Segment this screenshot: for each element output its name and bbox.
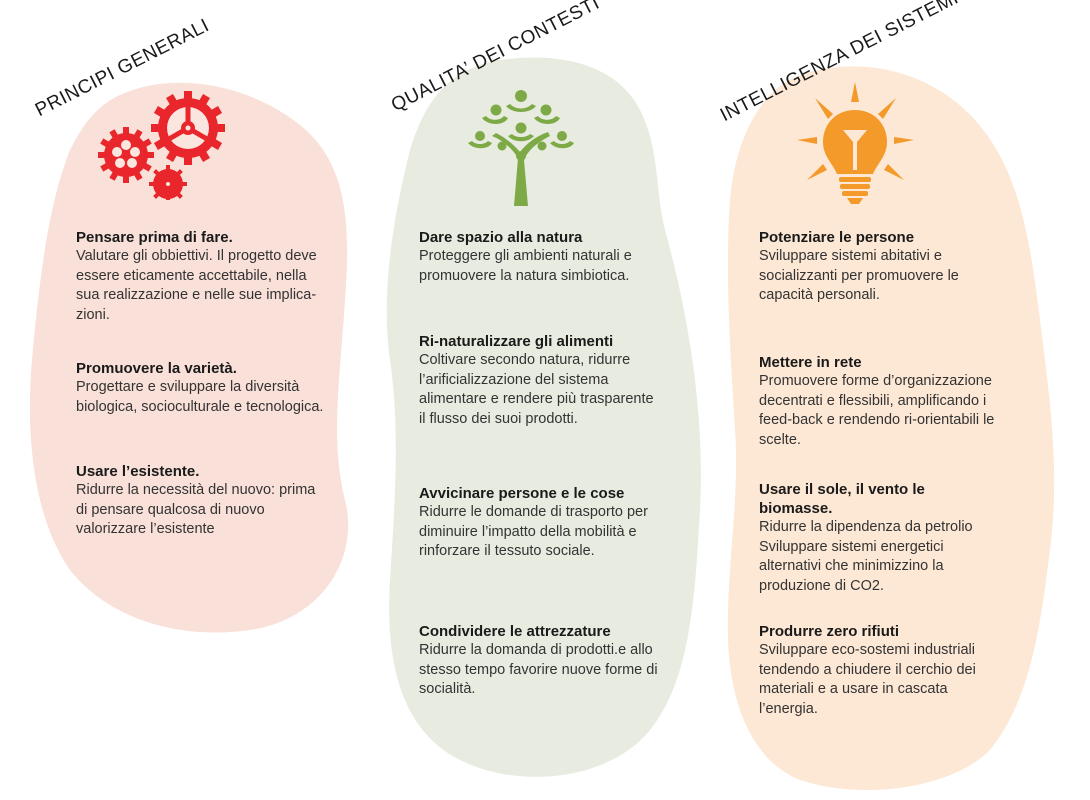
gears-icon: [98, 91, 225, 200]
item-text: Promuovere forme d’organizzazione decent…: [759, 373, 995, 448]
principle-item: Usare l’esistente. Ridurre la necessità …: [76, 462, 361, 540]
principle-item: Mettere in rete Promuovere forme d’organ…: [759, 353, 1029, 450]
principle-item: Produrre zero rifiuti Sviluppare eco-sos…: [759, 622, 1029, 719]
item-heading: Usare l’esistente.: [76, 463, 200, 480]
item-text: Coltivare secondo natura, ridurre l’arif…: [419, 352, 654, 427]
item-heading: Ri-naturalizzare gli alimenti: [419, 333, 614, 350]
item-text: Ridurre la necessità del nuovo: prima di…: [76, 482, 316, 537]
item-text: Progettare e sviluppare la diversità bio…: [76, 379, 324, 415]
principle-item: Potenziare le persone Sviluppare sistemi…: [759, 228, 1029, 306]
item-text: Ridurre la dipendenza da petrolio Svilup…: [759, 519, 973, 594]
item-heading: Potenziare le persone: [759, 229, 915, 246]
item-heading: Condividere le attrezzature: [419, 623, 611, 640]
item-heading: Produrre zero rifiuti: [759, 623, 900, 640]
item-text: Sviluppare sistemi abitativi e socializz…: [759, 248, 959, 303]
item-heading: Dare spazio alla natura: [419, 229, 583, 246]
blob-intelligenza-sistemi: [727, 66, 1055, 790]
light-bulb-icon: [797, 82, 914, 204]
item-heading: Pensare prima di fare.: [76, 229, 233, 246]
principle-item: Avvicinare persone e le cose Ridurre le …: [419, 484, 689, 562]
principle-item: Ri-naturalizzare gli alimenti Coltivare …: [419, 332, 689, 429]
item-text: Proteggere gli ambienti naturali e promu…: [419, 248, 632, 284]
item-text: Valutare gli obbiettivi. Il progetto dev…: [76, 248, 317, 323]
item-text: Sviluppare eco-sostemi industriali tende…: [759, 642, 976, 717]
blob-principi-generali: [29, 82, 349, 633]
principle-item: Usare il sole, il vento le biomasse. Rid…: [759, 480, 1029, 596]
principle-item: Dare spazio alla natura Proteggere gli a…: [419, 228, 689, 286]
item-heading: Avvicinare persone e le cose: [419, 485, 625, 502]
principle-item: Promuovere la varietà. Progettare e svil…: [76, 359, 361, 417]
item-heading: Promuovere la varietà.: [76, 360, 237, 377]
item-heading: Usare il sole, il vento le biomasse.: [759, 481, 925, 517]
item-text: Ridurre la domanda di prodotti.e allo st…: [419, 642, 658, 697]
principle-item: Condividere le attrezzature Ridurre la d…: [419, 622, 689, 700]
item-text: Ridurre le domande di trasporto per dimi…: [419, 504, 648, 559]
blob-qualita-contesti: [386, 57, 701, 777]
people-tree-icon: [468, 90, 574, 206]
item-heading: Mettere in rete: [759, 354, 862, 371]
principle-item: Pensare prima di fare. Valutare gli obbi…: [76, 228, 361, 325]
